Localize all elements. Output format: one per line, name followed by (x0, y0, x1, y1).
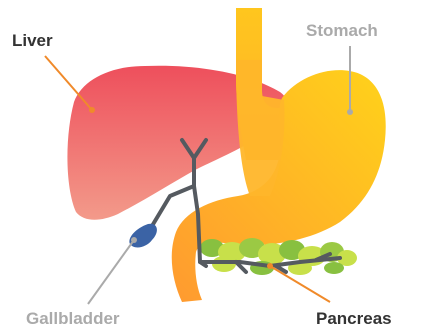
gallbladder-shape (129, 224, 157, 248)
pancreas-leader-dot (267, 263, 273, 269)
liver-label: Liver (12, 31, 53, 50)
liver-leader-dot (89, 107, 95, 113)
gallbladder-label: Gallbladder (26, 309, 120, 328)
pancreas-label: Pancreas (316, 309, 392, 328)
gallbladder-leader-dot (131, 237, 137, 243)
gallbladder-leader (88, 240, 134, 304)
liver-leader (45, 56, 92, 110)
stomach-leader-dot (347, 109, 353, 115)
stomach-label: Stomach (306, 21, 378, 40)
